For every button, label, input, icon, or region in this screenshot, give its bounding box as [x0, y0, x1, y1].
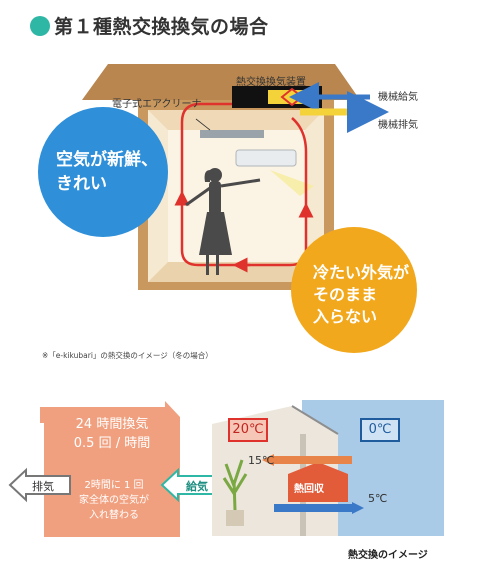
supply-arrow-label: 給気: [186, 480, 208, 493]
upper-temp-label: 15℃: [248, 454, 275, 467]
lower-temp-label: 5℃: [368, 492, 388, 505]
exhaust-arrow-label: 排気: [32, 480, 54, 493]
exhaust-arrow-left: [8, 467, 71, 503]
ventilation-diagram: [38, 64, 417, 353]
fresh-air-text: 空気が新鮮、 きれい: [56, 150, 158, 194]
outdoor-temp-badge: 0℃: [360, 418, 400, 442]
supply-label: 機械給気: [378, 92, 418, 103]
heading-text: 第１種熱交換換気の場合: [54, 16, 269, 38]
ventilation-title: 24 時間換気 0.5 回 / 時間: [73, 417, 151, 451]
circulation-loop: [180, 102, 308, 267]
section-heading: 第１種熱交換換気の場合: [30, 12, 269, 39]
heat-exchange-illustration: [212, 400, 444, 536]
indoor-temp-badge: 20℃: [228, 418, 268, 442]
illustration-caption: 熱交換のイメージ: [348, 550, 428, 561]
diagram-note: ※「e-kikubari」の熱交換のイメージ（冬の場合）: [42, 351, 213, 360]
ventilation-desc: 2時間に 1 回 家全体の空気が 入れ替わる: [79, 480, 149, 521]
air-conditioner: [235, 149, 297, 167]
heat-exchanger-label: 熱交換換気装置: [236, 77, 306, 88]
heat-recovery-label: 熱回収: [294, 484, 324, 495]
ventilation-panel: [8, 401, 215, 537]
heading-bullet-icon: [30, 15, 50, 36]
heat-recovery-unit: [288, 474, 348, 502]
plant-icon: [222, 459, 248, 526]
person-silhouette: [185, 168, 261, 275]
exhaust-label: 機械排気: [378, 120, 418, 131]
cold-air-circle: [291, 227, 417, 353]
cold-air-text: 冷たい外気が そのまま 入らない: [313, 263, 410, 326]
fresh-air-circle: [38, 107, 168, 237]
air-cleaner-label: 電子式エアクリーナ: [112, 99, 202, 110]
air-cleaner: [200, 130, 264, 138]
supply-arrow-left: [160, 467, 215, 503]
